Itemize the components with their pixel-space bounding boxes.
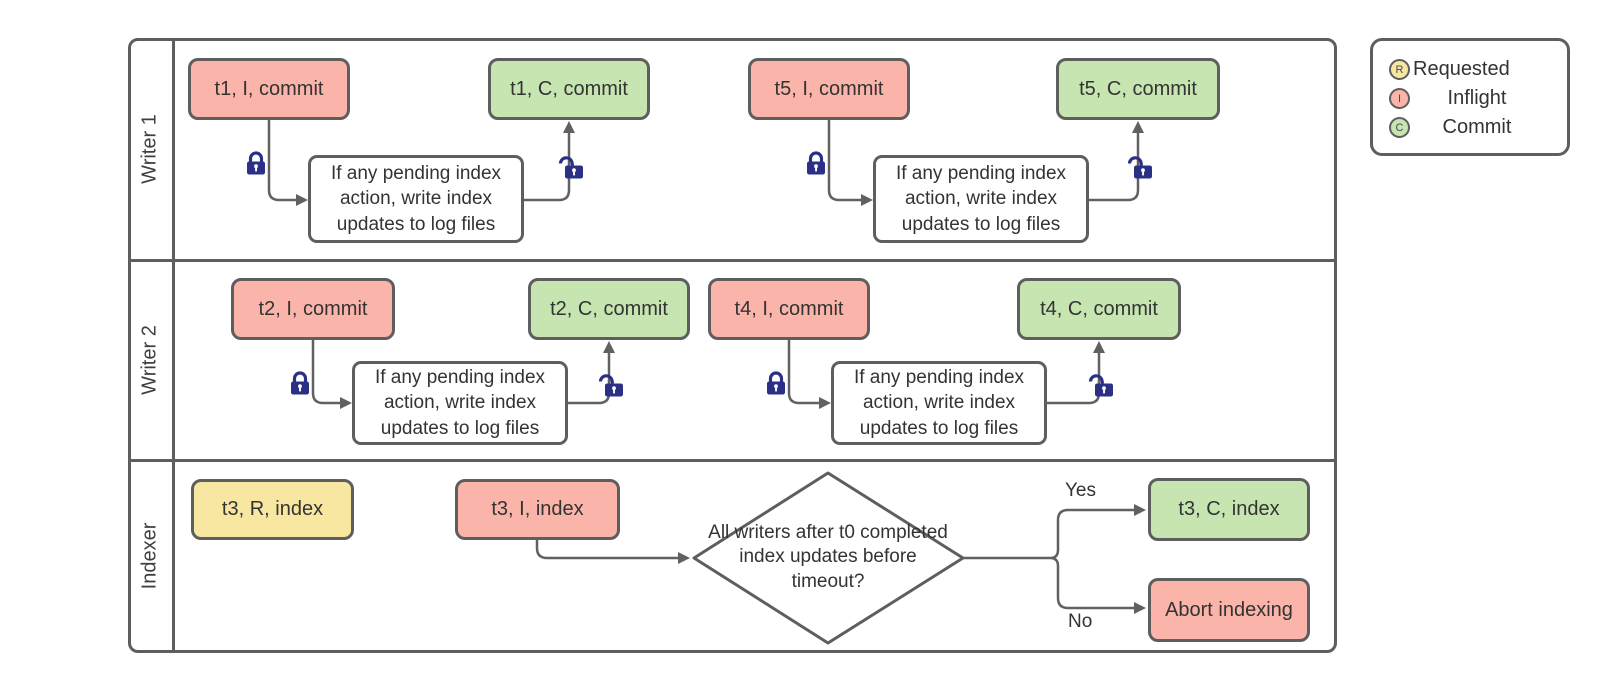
- state-box-t3-inflight: t3, I, index: [455, 479, 620, 540]
- state-box-t3-requested: t3, R, index: [191, 479, 354, 540]
- legend-item-inflight: I Inflight: [1389, 84, 1557, 113]
- lock-closed-icon: [765, 370, 787, 401]
- state-box-t1-inflight: t1, I, commit: [188, 58, 350, 120]
- legend-item-requested: R Requested: [1389, 55, 1557, 84]
- legend-label: Commit: [1442, 116, 1512, 138]
- legend-item-commit: C Commit: [1389, 113, 1557, 142]
- lock-open-icon: [597, 372, 625, 403]
- lock-closed-icon: [245, 150, 267, 181]
- legend-label: Requested: [1413, 58, 1510, 80]
- arrowheads: [296, 121, 1146, 614]
- process-box-writer2-b: If any pending index action, write index…: [831, 361, 1047, 445]
- connector-lines: [267, 118, 1140, 610]
- state-box-t4-commit: t4, C, commit: [1017, 278, 1181, 340]
- decision-text: All writers after t0 completed index upd…: [708, 522, 948, 592]
- lane-label-divider: [172, 41, 175, 650]
- branch-label-yes: Yes: [1065, 480, 1096, 501]
- lock-open-icon: [557, 154, 585, 185]
- lock-open-icon: [1126, 154, 1154, 185]
- state-box-abort-indexing: Abort indexing: [1148, 578, 1310, 642]
- decision-diamond: [692, 471, 965, 645]
- legend: R Requested I Inflight C Commit: [1370, 38, 1570, 156]
- state-box-t4-inflight: t4, I, commit: [708, 278, 870, 340]
- state-box-t1-commit: t1, C, commit: [488, 58, 650, 120]
- lock-open-icon: [1087, 372, 1115, 403]
- swimlane-pool: [128, 38, 1337, 653]
- branch-label-no: No: [1068, 611, 1093, 632]
- legend-label: Inflight: [1447, 87, 1507, 109]
- lock-closed-icon: [289, 370, 311, 401]
- lane-separator-2: [131, 459, 1334, 462]
- commit-state-icon: C: [1389, 117, 1410, 138]
- state-box-t5-inflight: t5, I, commit: [748, 58, 910, 120]
- state-box-t5-commit: t5, C, commit: [1056, 58, 1220, 120]
- process-box-writer1-b: If any pending index action, write index…: [873, 155, 1089, 243]
- process-box-writer1-a: If any pending index action, write index…: [308, 155, 524, 243]
- lane-separator-1: [131, 259, 1334, 262]
- process-box-writer2-a: If any pending index action, write index…: [352, 361, 568, 445]
- state-box-t2-commit: t2, C, commit: [528, 278, 690, 340]
- inflight-state-icon: I: [1389, 88, 1410, 109]
- state-box-t2-inflight: t2, I, commit: [231, 278, 395, 340]
- state-box-t3-commit: t3, C, index: [1148, 478, 1310, 541]
- lock-closed-icon: [805, 150, 827, 181]
- requested-state-icon: R: [1389, 59, 1410, 80]
